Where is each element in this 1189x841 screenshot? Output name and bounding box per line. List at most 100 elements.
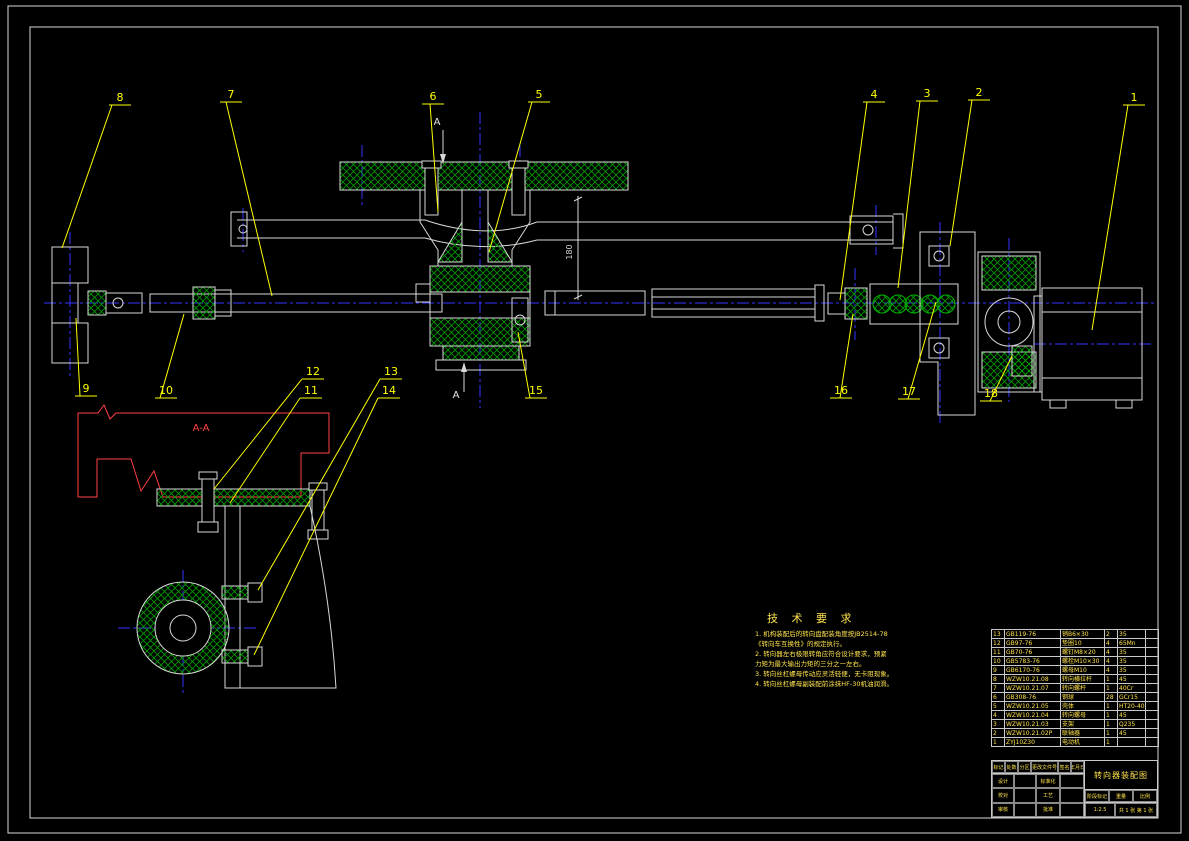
tech-requirement-line: 4. 转向丝杠螺母副装配前涂抹HF-30机油润滑。 [755,680,894,689]
bom-cell-material: 35 [1117,647,1146,657]
bom-cell-no: 8 [991,674,1005,684]
titleblock-mark-cell: 分区 [1018,761,1031,773]
svg-text:11: 11 [304,384,318,397]
callout-18: 18 [980,355,1013,402]
bom-cell-qty: 4 [1104,665,1118,675]
dimension-label: 180 [565,244,574,259]
svg-text:6: 6 [430,90,437,103]
bom-cell-remark [1145,710,1159,720]
svg-text:7: 7 [228,88,235,101]
drag-link [230,211,904,249]
bom-cell-name: 壳体 [1060,701,1105,711]
titleblock-mark-cell: 签名 [1058,761,1071,773]
blank-cell [1014,774,1036,789]
callouts: 1 2 3 4 5 6 7 8 [61,86,1145,656]
bom-cell-remark [1145,692,1159,702]
bom-cell-code: GB119-76 [1004,629,1061,639]
bom-cell-name: 转向螺母 [1060,710,1105,720]
title-block: 标记处数分区更改文件号签名年月日 设计 标准化 校对 工艺 审核 批准 转向器装… [991,760,1158,818]
tech-requirement-line: 力矩为最大输出力矩的三分之一左右。 [755,660,866,669]
bom-cell-remark [1145,629,1159,639]
bom-cell-code: ZYJ10Z30 [1004,737,1061,747]
bom-cell-material: 35 [1117,629,1146,639]
input-shaft [149,286,443,320]
stage-label: 阶段标记 [1085,790,1109,802]
svg-text:1: 1 [1131,91,1138,104]
bom-cell-code: WZW10.21.07 [1004,683,1061,693]
bom-cell-qty: 4 [1104,647,1118,657]
callout-9: 9 [75,317,97,397]
bom-cell-name: 螺母M10 [1060,665,1105,675]
reduction-housing [977,251,1041,393]
steering-column-housing [419,190,531,266]
tech-lines: 1. 机构装配后的转向盘配装角度按JB2514-78《转向车互换性》的规定执行。… [755,629,960,689]
bom-cell-remark [1145,638,1159,648]
bom-cell-no: 6 [991,692,1005,702]
tech-requirement-line: 《转向车互换性》的规定执行。 [755,640,846,649]
callout-10: 10 [155,313,185,399]
bom-cell-name: 转向横拉杆 [1060,674,1105,684]
blank-cell [1014,788,1036,803]
callout-3: 3 [897,87,938,289]
bom-cell-material: 35 [1117,656,1146,666]
svg-text:18: 18 [984,387,998,400]
bom-cell-remark [1145,683,1159,693]
bom-cell-qty: 1 [1104,701,1118,711]
bom-cell-no: 11 [991,647,1005,657]
title-block-right: 转向器装配图 阶段标记 重量 比例 1:2.5 共 1 张 第 1 张 [1085,761,1157,817]
svg-text:5: 5 [536,88,543,101]
titleblock-mark-cell: 更改文件号 [1031,761,1058,773]
gear-housing [415,265,531,371]
titleblock-mark-row: 标记处数分区更改文件号签名年月日 [992,761,1084,774]
callout-11: 11 [229,384,322,504]
electric-motor [1033,287,1143,409]
bom-cell-qty: 4 [1104,638,1118,648]
bom-cell-code: GB5783-76 [1004,656,1061,666]
bom-cell-name: 支架 [1060,719,1105,729]
bom-cell-no: 1 [991,737,1005,747]
callout-7: 7 [220,88,273,297]
craft-label: 工艺 [1036,788,1060,803]
bom-cell-no: 13 [991,629,1005,639]
callout-8: 8 [61,91,131,249]
approve-label: 批准 [1036,802,1060,817]
support-bracket [919,231,976,416]
titleblock-mark-cell: 处数 [1005,761,1018,773]
bom-cell-qty: 1 [1104,683,1118,693]
svg-text:16: 16 [834,384,848,397]
bom-cell-remark [1145,665,1159,675]
bom-cell-name: 电动机 [1060,737,1105,747]
bom-cell-name: 销B6×30 [1060,629,1105,639]
bom-cell-remark [1145,674,1159,684]
bom-cell-no: 10 [991,656,1005,666]
mounting-plate [339,160,629,216]
callout-14: 14 [253,384,400,656]
title-block-left: 标记处数分区更改文件号签名年月日 设计 标准化 校对 工艺 审核 批准 [992,761,1085,817]
bom-cell-code: GB97-76 [1004,638,1061,648]
check-label: 校对 [992,788,1014,803]
intermediate-shaft [544,284,825,322]
tech-requirement-line: 3. 转向丝杠螺母传动应灵活轻便，无卡阻现象。 [755,670,894,679]
svg-text:2: 2 [976,86,983,99]
weight-label: 重量 [1109,790,1133,802]
blank-cell [1014,802,1036,817]
bom-cell-material: HT20-40 [1117,701,1146,711]
bom-cell-no: 4 [991,710,1005,720]
callout-6: 6 [422,90,444,213]
bom-cell-qty: 1 [1104,710,1118,720]
blank-cell [1060,774,1084,789]
bom-cell-remark [1145,737,1159,747]
bom-cell-qty: 28 [1104,692,1118,702]
svg-text:15: 15 [529,384,543,397]
callout-2: 2 [949,86,990,247]
section-cut-label-bottom: A [453,390,460,401]
bom-cell-no: 3 [991,719,1005,729]
section-view-label: A-A [193,423,210,434]
